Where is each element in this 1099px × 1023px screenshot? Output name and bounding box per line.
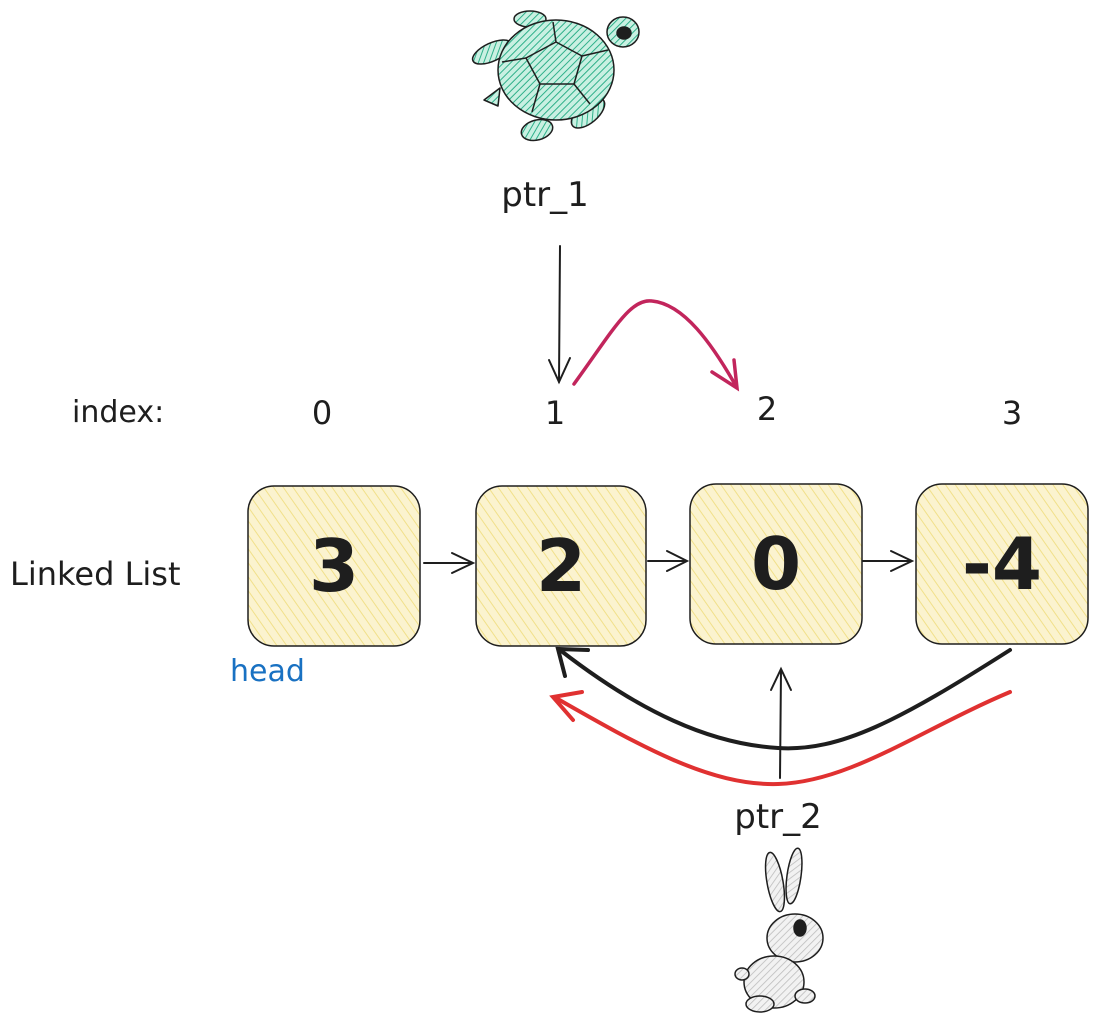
ptr1-label: ptr_1	[501, 175, 589, 215]
cycle-arrow	[555, 646, 1012, 751]
node-value: -4	[962, 522, 1042, 606]
list-node-3: -4	[915, 483, 1089, 645]
ptr2-arrow	[770, 666, 792, 779]
next-arrow-1-2	[647, 550, 690, 572]
next-arrow-2-3	[862, 550, 915, 572]
list-node-2: 0	[689, 483, 863, 645]
index-2: 2	[757, 390, 777, 428]
node-value: 0	[751, 522, 801, 606]
index-0: 0	[312, 394, 332, 432]
jump-arrow-1-to-2	[572, 299, 740, 392]
index-3: 3	[1002, 394, 1022, 432]
next-arrow-0-1	[423, 552, 476, 574]
turtle-icon	[471, 10, 640, 142]
ptr2-label: ptr_2	[734, 797, 822, 837]
fast-jump-arrow	[549, 690, 1012, 787]
index-prefix: index:	[72, 395, 164, 430]
rabbit-icon	[734, 847, 824, 1013]
node-value: 2	[536, 524, 586, 608]
index-1: 1	[545, 394, 565, 432]
linked-list-label: Linked List	[10, 555, 181, 593]
list-node-0: 3	[247, 485, 421, 647]
head-label: head	[230, 654, 305, 689]
list-node-1: 2	[475, 485, 647, 647]
ptr1-arrow	[548, 245, 571, 385]
node-value: 3	[309, 524, 359, 608]
